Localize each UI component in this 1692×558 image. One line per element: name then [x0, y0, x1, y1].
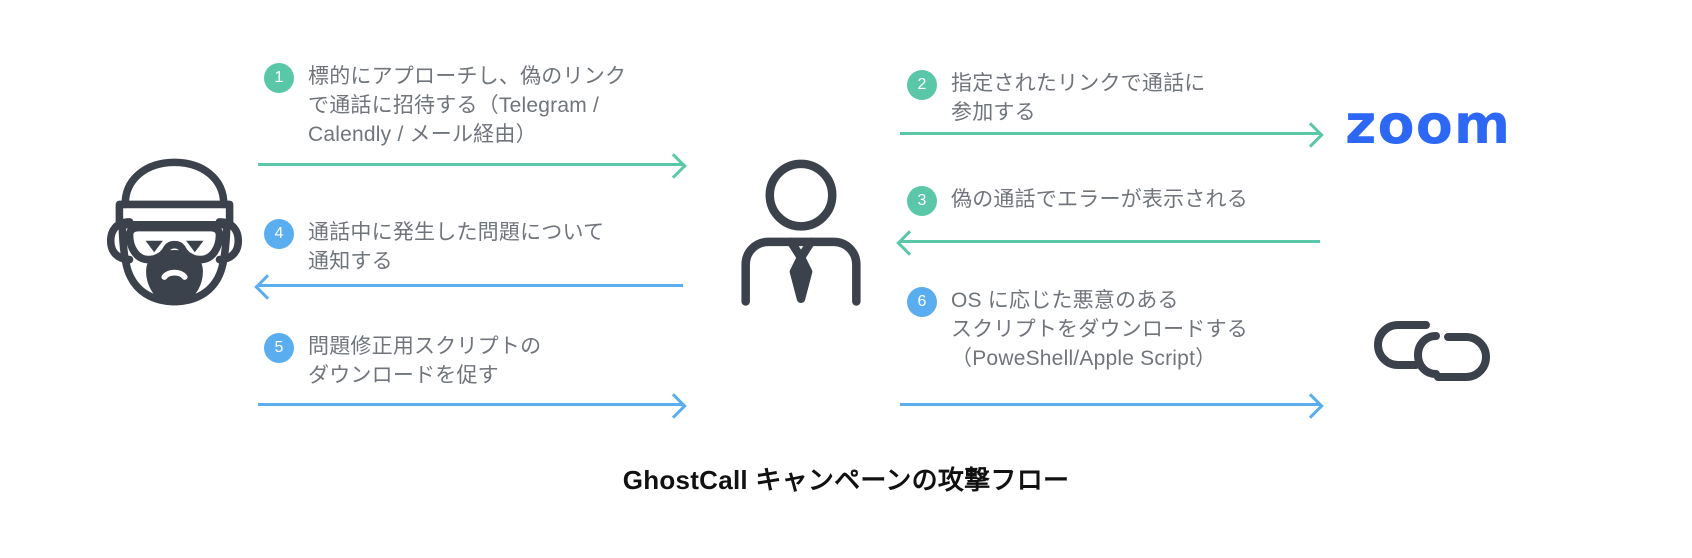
step-4-text: 通話中に発生した問題について 通知する — [308, 221, 605, 273]
step-3-arrow-left — [896, 230, 1320, 256]
step-1-arrow-right — [258, 153, 687, 179]
step-2-text: 指定されたリンクで通話に 参加する — [951, 72, 1206, 124]
step-4: 4 通話中に発生した問題について 通知する — [264, 219, 684, 277]
chain-link-icon — [1370, 312, 1494, 390]
step-5-arrow-right — [258, 393, 687, 419]
step-6-text: OS に応じた悪意のある スクリプトをダウンロードする （PoweShell/A… — [951, 289, 1248, 370]
step-1: 1 標的にアプローチし、偽のリンク で通話に招待する（Telegram / Ca… — [264, 63, 684, 150]
step-6-arrow-right — [900, 393, 1324, 419]
step-4-arrow-left — [254, 274, 683, 300]
step-1-badge: 1 — [264, 63, 294, 93]
victim-businessman-icon — [740, 158, 862, 306]
step-2-arrow-right — [900, 122, 1324, 148]
step-6-badge: 6 — [907, 287, 937, 317]
zoom-logo: zoom — [1345, 93, 1512, 156]
step-3-text: 偽の通話でエラーが表示される — [951, 188, 1248, 211]
step-4-badge: 4 — [264, 219, 294, 249]
step-5: 5 問題修正用スクリプトの ダウンロードを促す — [264, 333, 684, 391]
step-3-badge: 3 — [907, 186, 937, 216]
step-2: 2 指定されたリンクで通話に 参加する — [907, 70, 1327, 128]
step-1-text: 標的にアプローチし、偽のリンク で通話に招待する（Telegram / Cale… — [308, 65, 627, 146]
diagram-caption: GhostCall キャンペーンの攻撃フロー — [622, 465, 1070, 495]
step-2-badge: 2 — [907, 70, 937, 100]
step-6: 6 OS に応じた悪意のある スクリプトをダウンロードする （PoweShell… — [907, 287, 1347, 374]
attacker-hacker-icon — [102, 158, 247, 306]
step-3: 3 偽の通話でエラーが表示される — [907, 186, 1347, 216]
step-5-text: 問題修正用スクリプトの ダウンロードを促す — [308, 335, 542, 387]
step-5-badge: 5 — [264, 333, 294, 363]
